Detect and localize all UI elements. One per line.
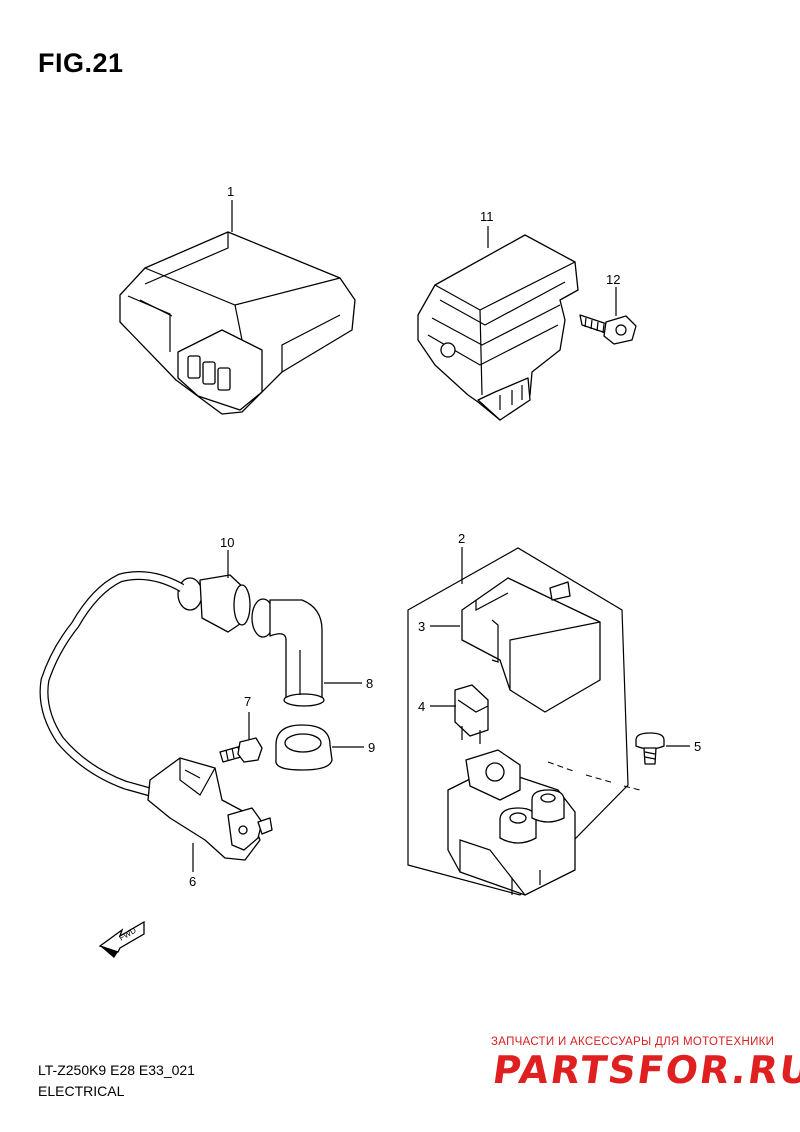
- callout-10[interactable]: 10: [220, 535, 234, 550]
- part-12-bolt[interactable]: [579, 314, 637, 345]
- callout-11[interactable]: 11: [480, 209, 494, 224]
- callout-9[interactable]: 9: [368, 740, 375, 755]
- callout-8[interactable]: 8: [366, 676, 373, 691]
- part-2-assembly-outline[interactable]: [407, 547, 629, 896]
- callout-1[interactable]: 1: [227, 184, 234, 199]
- diagram-section-title: ELECTRICAL: [38, 1083, 125, 1099]
- callout-5[interactable]: 5: [694, 739, 701, 754]
- part-3-relay-cover[interactable]: [461, 577, 601, 713]
- figure-title: FIG.21: [38, 48, 124, 78]
- starter-relay-body[interactable]: [447, 749, 576, 896]
- part-10-cap[interactable]: [177, 574, 251, 633]
- callout-12[interactable]: 12: [606, 272, 620, 287]
- callout-6[interactable]: 6: [189, 874, 196, 889]
- part-8-plug-cap[interactable]: [251, 598, 325, 707]
- callout-7[interactable]: 7: [244, 694, 251, 709]
- screw-position-dashline: [547, 761, 641, 791]
- watermark-caption: ЗАПЧАСТИ И АКСЕССУАРЫ ДЛЯ МОТОТЕХНИКИ: [491, 1036, 775, 1048]
- callout-3[interactable]: 3: [418, 619, 425, 634]
- diagram-code: LT-Z250K9 E28 E33_021: [38, 1062, 195, 1078]
- part-9-seal-ring[interactable]: [275, 724, 333, 771]
- watermark-logo: PARTSFOR.RU: [490, 1048, 800, 1092]
- part-5-screw[interactable]: [635, 732, 665, 765]
- part-4-fuse[interactable]: [454, 684, 489, 744]
- part-11-regulator-rectifier[interactable]: [417, 234, 579, 421]
- fwd-arrow-icon: FWD: [98, 920, 145, 958]
- callout-4[interactable]: 4: [418, 699, 425, 714]
- part-6-ignition-coil[interactable]: [39, 571, 273, 861]
- callout-2[interactable]: 2: [458, 531, 465, 546]
- part-1-cdi-unit[interactable]: [119, 231, 356, 415]
- part-7-bolt[interactable]: [219, 737, 263, 763]
